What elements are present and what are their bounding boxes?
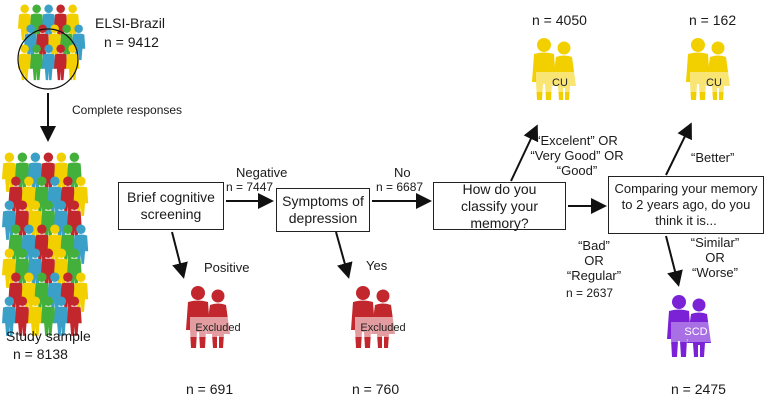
answer-regular: “Regular” [566,268,622,283]
no-label: No [394,165,411,180]
arrow-positive [171,231,188,279]
answer-good: “Good” [556,163,598,178]
person-icon [41,152,56,192]
arrow-worse [665,235,683,287]
person-icon [67,152,82,192]
answer-similar: “Similar” [690,235,740,250]
answer-worse: “Worse” [692,265,738,280]
scd-count: n = 2475 [671,381,726,397]
cohort-count: n = 9412 [104,34,159,50]
excluded-count: n = 691 [186,381,234,397]
bad-count: n = 2637 [566,286,614,300]
answer-bad: “Bad” [578,238,610,253]
good-answers-label: “Excelent” OR “Very Good” OR “Good” [522,133,632,178]
cu-label: CU [706,77,722,89]
selection-circle-icon [17,28,79,90]
arrow-better [665,122,692,176]
yes-label: Yes [366,258,388,273]
better-label: “Better” [691,150,735,165]
bad-answers-label: “Bad” OR “Regular” [566,238,622,283]
cognitive-screening-box: Brief cognitive screening [118,182,224,230]
study-sample-crowd-icon [2,152,89,336]
study-sample-label: Study sample [6,328,91,344]
person-icon [15,152,30,192]
classify-memory-box: How do you classify your memory? [433,181,566,231]
answer-excellent: “Excelent” OR [536,133,618,148]
scd-label: SCD [684,326,708,338]
negative-label: Negative [236,165,288,180]
elsi-crowd-icon [18,4,86,81]
compare-memory-box: Comparing your memory to 2 years ago, do… [608,176,764,234]
excluded-label: Excluded [195,322,241,334]
negative-count: n = 7447 [226,180,274,194]
complete-responses-label: Complete responses [72,103,183,117]
excluded-count: n = 760 [352,381,400,397]
cu-count: n = 4050 [532,12,587,28]
excluded-label: Excluded [360,322,406,334]
person-icon [28,152,43,192]
study-sample-count: n = 8138 [13,346,68,362]
no-count: n = 6687 [376,180,424,194]
answer-or: OR [705,250,725,265]
cu-count: n = 162 [689,12,737,28]
answer-very-good: “Very Good” OR [530,148,624,163]
arrow-yes [335,231,353,279]
person-icon [2,152,17,192]
answer-or: OR [584,253,604,268]
cu-label: CU [552,77,568,89]
cohort-name: ELSI-Brazil [95,15,166,31]
worse-answers-label: “Similar” OR “Worse” [680,235,750,280]
positive-label: Positive [204,260,250,275]
person-icon [54,152,69,192]
arrow-good [510,124,539,182]
depression-box: Symptoms of depression [276,188,370,232]
